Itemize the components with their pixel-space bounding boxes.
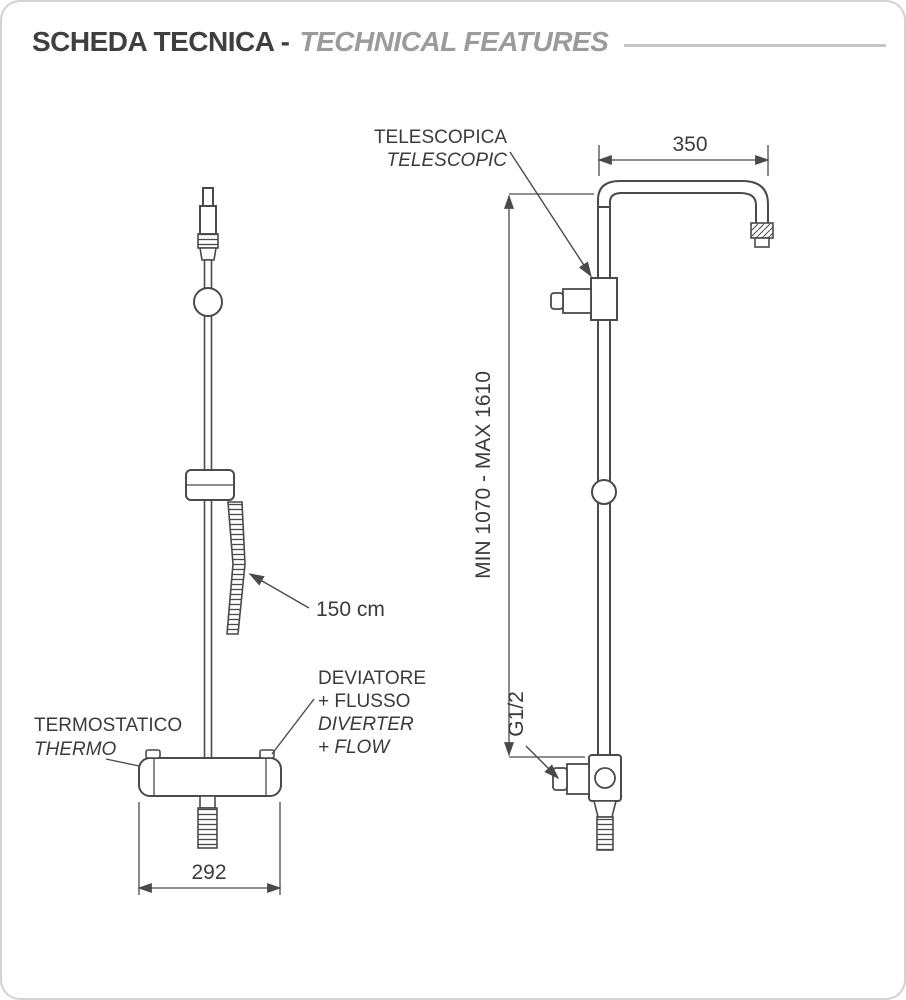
header-rule: [624, 43, 886, 47]
mixer-outlet-hose: [197, 807, 218, 849]
diverter-knob-cap: [552, 767, 568, 791]
bracket-knob-cap: [550, 292, 564, 310]
width-dimension-label: 292: [191, 861, 226, 884]
hose-leader-line: [248, 573, 310, 609]
wall-bracket: [550, 277, 618, 321]
height-dimension: [503, 193, 594, 758]
mixer-right-nub: [259, 749, 275, 759]
hand-shower: [197, 187, 219, 261]
diverter-outlet-cone: [592, 800, 618, 818]
arm-dimension: [597, 145, 770, 176]
thermostatic-label-it: TERMOSTATICO: [34, 715, 182, 736]
slider-bracket: [185, 469, 235, 501]
diverter-outlet-hose: [596, 816, 614, 851]
thread-leader-line: [525, 745, 560, 780]
diverter-leader-line: [271, 698, 315, 755]
shower-hose: [226, 501, 246, 635]
header: SCHEDA TECNICA - TECHNICAL FEATURES: [32, 26, 886, 58]
hose-length-label: 150 cm: [316, 598, 385, 621]
hand-shower-cone: [199, 247, 217, 261]
side-view: [550, 180, 774, 851]
front-view: [138, 187, 282, 849]
side-annotations: 350 TELESCOPICA TELESCOPIC MIN 1070 - MA…: [374, 127, 770, 780]
rail-ring: [193, 287, 223, 317]
front-annotations: 150 cm TERMOSTATICO THERMO DEVIATORE + F…: [34, 573, 426, 895]
diverter-label-en-1: DIVERTER: [318, 714, 414, 735]
thread-dimension-label: G1/2: [505, 691, 528, 737]
mixer-outlet: [199, 795, 216, 809]
head-connector-thread: [750, 222, 774, 239]
bracket-knob: [562, 288, 592, 314]
diverter-dial: [594, 767, 616, 789]
mixer-body: [138, 749, 282, 849]
diverter-label-it-2: + FLUSSO: [318, 691, 410, 712]
width-dimension: [137, 802, 282, 895]
diverter-label-en-2: + FLOW: [318, 737, 391, 758]
mixer-left-nub: [145, 749, 161, 759]
hand-shower-ribbed-ring: [197, 233, 219, 249]
thermostatic-leader-line: [105, 758, 140, 767]
telescopic-leader-line: [509, 151, 592, 278]
height-dimension-label: MIN 1070 - MAX 1610: [472, 371, 495, 579]
thermostatic-label-en: THERMO: [34, 739, 117, 760]
top-arm-outer: [597, 180, 769, 223]
telescopic-label-en: TELESCOPIC: [387, 150, 508, 171]
head-connector-tip: [754, 237, 770, 248]
telescopic-joint: [591, 479, 617, 505]
head-connector: [750, 222, 774, 248]
hand-shower-handle: [199, 205, 217, 235]
bracket-sleeve: [590, 277, 618, 321]
arm-dimension-label: 350: [672, 133, 707, 156]
diverter-knob: [566, 763, 590, 795]
page-subtitle: TECHNICAL FEATURES: [299, 26, 609, 57]
diverter-label-it-1: DEVIATORE: [318, 668, 426, 689]
hand-shower-tip: [202, 187, 214, 207]
telescopic-label-it: TELESCOPICA: [374, 127, 507, 148]
mixer-bar: [138, 757, 282, 797]
diverter-body-side: [552, 754, 622, 851]
top-arm-inner: [609, 192, 757, 223]
page-title: SCHEDA TECNICA -: [32, 26, 290, 57]
rail-rod: [203, 259, 213, 760]
